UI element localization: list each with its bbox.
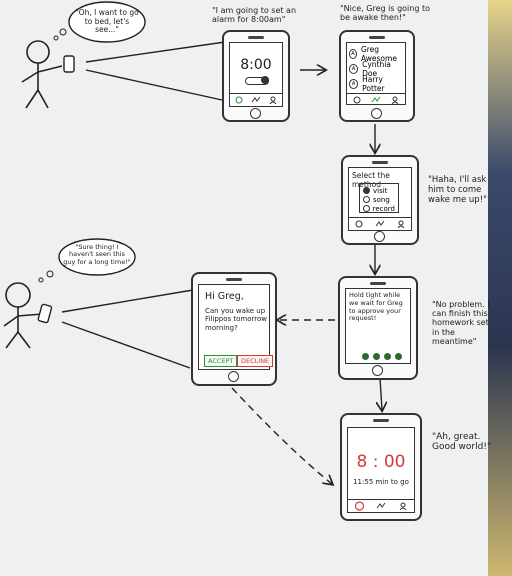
stick-figure-top	[21, 40, 63, 109]
final-screen: 8 : 00 11:55 min to go	[347, 427, 415, 513]
caption-step1: "I am going to set an alarm for 8:00am"	[212, 6, 297, 25]
phone-waiting: Hold tight while we wait for Greg to app…	[338, 276, 418, 380]
nav-alarm-icon[interactable]	[233, 95, 245, 104]
nav-profile-icon[interactable]	[267, 95, 279, 104]
phone-method: Select the method visit song record	[341, 155, 419, 245]
caption-step2: "Nice, Greg is going to be awake then!"	[340, 4, 430, 23]
nav-profile-icon[interactable]	[389, 95, 401, 104]
nav-profile-icon[interactable]	[395, 219, 407, 228]
handheld-phone-bottom	[37, 303, 53, 324]
home-button[interactable]	[372, 365, 383, 376]
nav-activity-icon[interactable]	[374, 219, 386, 228]
radio-empty	[363, 196, 370, 203]
progress-dot	[395, 353, 402, 360]
progress-dot	[384, 353, 391, 360]
nav-profile-icon[interactable]	[397, 501, 409, 510]
waiting-message: Hold tight while we wait for Greg to app…	[349, 291, 403, 323]
thought-text-bottom: "Sure thing! I haven't seen this guy for…	[63, 243, 131, 266]
caption-step5: "Ah, great. Good world!"	[432, 432, 492, 453]
nav-activity-icon[interactable]	[375, 501, 387, 510]
decline-button[interactable]: DECLINE	[237, 355, 274, 367]
request-body: Can you wake up Filippos tomorrow mornin…	[205, 307, 268, 332]
radio-selected	[363, 187, 370, 194]
request-screen: Hi Greg, Can you wake up Filippos tomorr…	[198, 284, 274, 370]
nav-activity-icon[interactable]	[370, 95, 382, 104]
method-option[interactable]: song	[363, 195, 395, 204]
alarm-screen: 8:00	[229, 42, 283, 107]
thought-bubble-bottom	[58, 238, 136, 276]
stick-figure-bottom	[3, 282, 43, 349]
final-time: 8 : 00	[356, 452, 406, 472]
nav-alarm-icon[interactable]	[353, 219, 365, 228]
alarm-time: 8:00	[240, 57, 272, 73]
method-screen: Select the method visit song record	[348, 167, 412, 231]
radio-empty	[363, 205, 370, 212]
nav-alarm-icon[interactable]	[351, 95, 363, 104]
method-options-box: visit song record	[359, 183, 399, 213]
request-greeting: Hi Greg,	[205, 291, 244, 302]
thought-bubble-top	[68, 1, 146, 43]
avatar-icon: A	[349, 78, 359, 89]
handheld-phone-top	[63, 55, 75, 73]
background-edge	[488, 0, 512, 576]
avatar-icon: A	[349, 63, 359, 74]
caption-step3: "Haha, I'll ask him to come wake me up!"	[428, 175, 488, 205]
progress-dot	[362, 353, 369, 360]
thought-text-top: "Oh, I want to go to bed, let's see..."	[75, 8, 139, 35]
avatar-icon: A	[349, 48, 357, 59]
method-option[interactable]: record	[363, 204, 395, 213]
home-button[interactable]	[228, 371, 239, 382]
home-button[interactable]	[371, 108, 382, 119]
progress-dot	[373, 353, 380, 360]
alarm-toggle[interactable]	[245, 76, 269, 85]
home-button[interactable]	[250, 108, 261, 119]
nav-alarm-icon[interactable]	[353, 500, 365, 511]
caption-step4: "No problem. I can finish this homework …	[432, 300, 490, 346]
waiting-screen: Hold tight while we wait for Greg to app…	[345, 288, 411, 364]
phone-alarm: 8:00	[222, 30, 290, 122]
method-title: Select the method	[352, 171, 390, 189]
phone-request: Hi Greg, Can you wake up Filippos tomorr…	[191, 272, 277, 386]
final-subtitle: 11:55 min to go	[353, 478, 409, 486]
progress-dots	[362, 345, 402, 364]
phone-final: 8 : 00 11:55 min to go	[340, 413, 422, 521]
home-button[interactable]	[374, 231, 385, 242]
method-option[interactable]: visit	[363, 186, 395, 195]
nav-activity-icon[interactable]	[250, 95, 262, 104]
accept-button[interactable]: ACCEPT	[204, 355, 238, 367]
